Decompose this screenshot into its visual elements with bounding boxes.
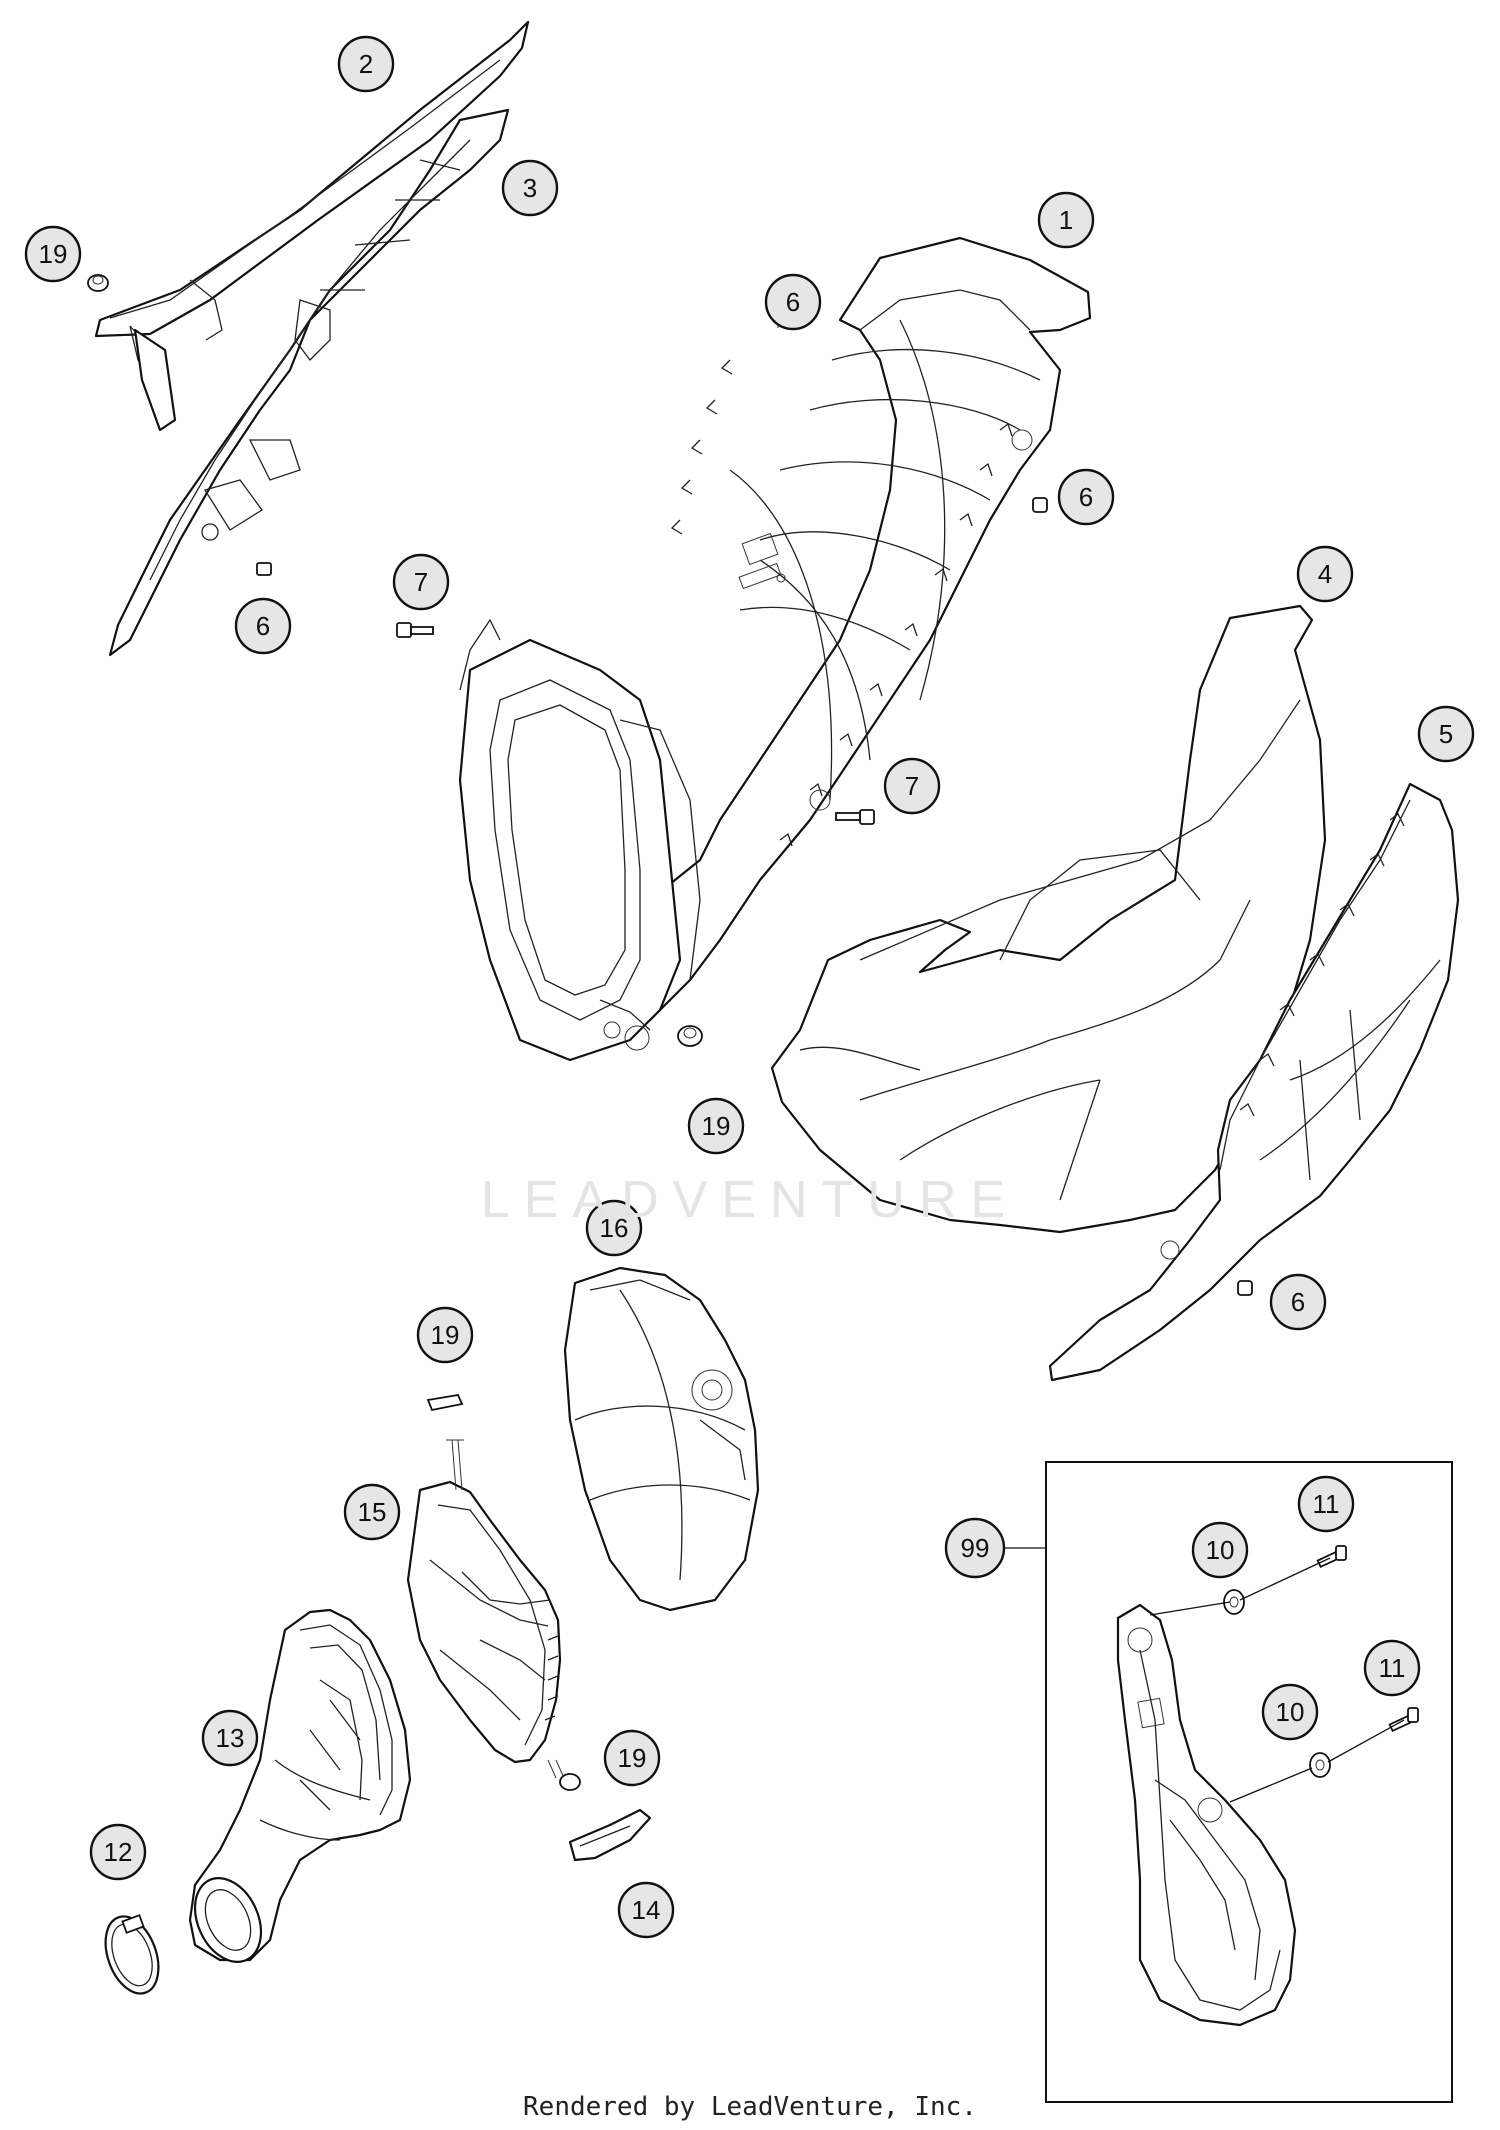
callout-label: 11 <box>1379 1653 1406 1683</box>
callout-label: 16 <box>600 1213 629 1243</box>
callout-3[interactable]: 3 <box>501 159 559 217</box>
callout-10[interactable]: 10 <box>1261 1683 1319 1741</box>
part-2-side-cover-strip <box>94 20 530 432</box>
part-16-filter <box>563 1266 760 1612</box>
callout-5[interactable]: 5 <box>1417 705 1475 763</box>
callout-label: 19 <box>39 239 68 269</box>
callout-label: 7 <box>905 771 919 801</box>
grommet-19-top-left <box>87 274 109 292</box>
bolt-7-left <box>396 622 434 638</box>
callout-label: 14 <box>632 1895 661 1925</box>
callout-10[interactable]: 10 <box>1191 1521 1249 1579</box>
footer-credit: Rendered by LeadVenture, Inc. <box>523 2092 977 2122</box>
callout-19[interactable]: 19 <box>24 225 82 283</box>
callout-label: 6 <box>1291 1287 1305 1317</box>
callout-label: 19 <box>431 1320 460 1350</box>
callout-label: 4 <box>1318 559 1332 589</box>
kit-label: 99 <box>961 1533 990 1563</box>
nut-6-right <box>1032 497 1048 513</box>
part-15-filter-cage <box>406 1439 565 1779</box>
grommet-19-lower <box>559 1773 581 1791</box>
callout-13[interactable]: 13 <box>201 1709 259 1767</box>
callout-6[interactable]: 6 <box>764 273 822 331</box>
callout-label: 15 <box>358 1497 387 1527</box>
callout-11[interactable]: 11 <box>1297 1475 1355 1533</box>
callout-label: 3 <box>523 173 537 203</box>
callout-7[interactable]: 7 <box>392 553 450 611</box>
washer-10-upper <box>1223 1589 1245 1615</box>
grommet-19-center <box>677 1025 703 1047</box>
callout-label: 6 <box>1079 482 1093 512</box>
callout-label: 6 <box>786 287 800 317</box>
part-12-clamp <box>104 1914 160 1995</box>
callout-15[interactable]: 15 <box>343 1483 401 1541</box>
callout-label: 7 <box>414 567 428 597</box>
washer-10-lower <box>1309 1752 1331 1778</box>
callout-6[interactable]: 6 <box>1057 468 1115 526</box>
part-13-intake-boot <box>188 1608 412 1963</box>
callout-16[interactable]: 16 <box>585 1199 643 1257</box>
callout-19[interactable]: 19 <box>416 1306 474 1364</box>
callout-label: 10 <box>1276 1697 1305 1727</box>
part-1-air-box <box>458 236 1092 1062</box>
callout-label: 1 <box>1059 205 1073 235</box>
callout-19[interactable]: 19 <box>687 1097 745 1155</box>
callout-7[interactable]: 7 <box>883 757 941 815</box>
screw-11-lower <box>1388 1707 1419 1733</box>
screw-11-upper <box>1316 1545 1347 1569</box>
callout-label: 19 <box>618 1743 647 1773</box>
callout-19[interactable]: 19 <box>603 1729 661 1787</box>
callout-1[interactable]: 1 <box>1037 191 1095 249</box>
callout-label: 10 <box>1206 1535 1235 1565</box>
callout-4[interactable]: 4 <box>1296 545 1354 603</box>
callout-label: 13 <box>216 1723 245 1753</box>
leader-lines <box>1005 1547 1405 1803</box>
callout-label: 5 <box>1439 719 1453 749</box>
nut-6-bottom-right <box>1237 1280 1253 1296</box>
callout-2[interactable]: 2 <box>337 35 395 93</box>
part-14-guard <box>568 1808 652 1862</box>
callout-99-kit[interactable]: 99 <box>944 1517 1006 1579</box>
callout-12[interactable]: 12 <box>89 1823 147 1881</box>
callout-label: 6 <box>256 611 270 641</box>
kit-99-box <box>1045 1461 1453 2103</box>
grommet-19-mid <box>426 1393 464 1412</box>
part-5-side-cover <box>1048 782 1460 1382</box>
callout-label: 19 <box>702 1111 731 1141</box>
callout-11[interactable]: 11 <box>1363 1639 1421 1697</box>
callout-label: 12 <box>104 1837 133 1867</box>
callout-6[interactable]: 6 <box>1269 1273 1327 1331</box>
callout-6[interactable]: 6 <box>234 597 292 655</box>
callout-label: 11 <box>1313 1489 1340 1519</box>
part-4-side-cover <box>770 604 1327 1234</box>
callout-label: 2 <box>359 49 373 79</box>
part-99-airbox-cover <box>1116 1603 1297 2027</box>
nut-6-left <box>256 562 272 576</box>
bolt-7-right <box>835 809 875 825</box>
callout-14[interactable]: 14 <box>617 1881 675 1939</box>
part-3-side-panel <box>108 108 510 657</box>
